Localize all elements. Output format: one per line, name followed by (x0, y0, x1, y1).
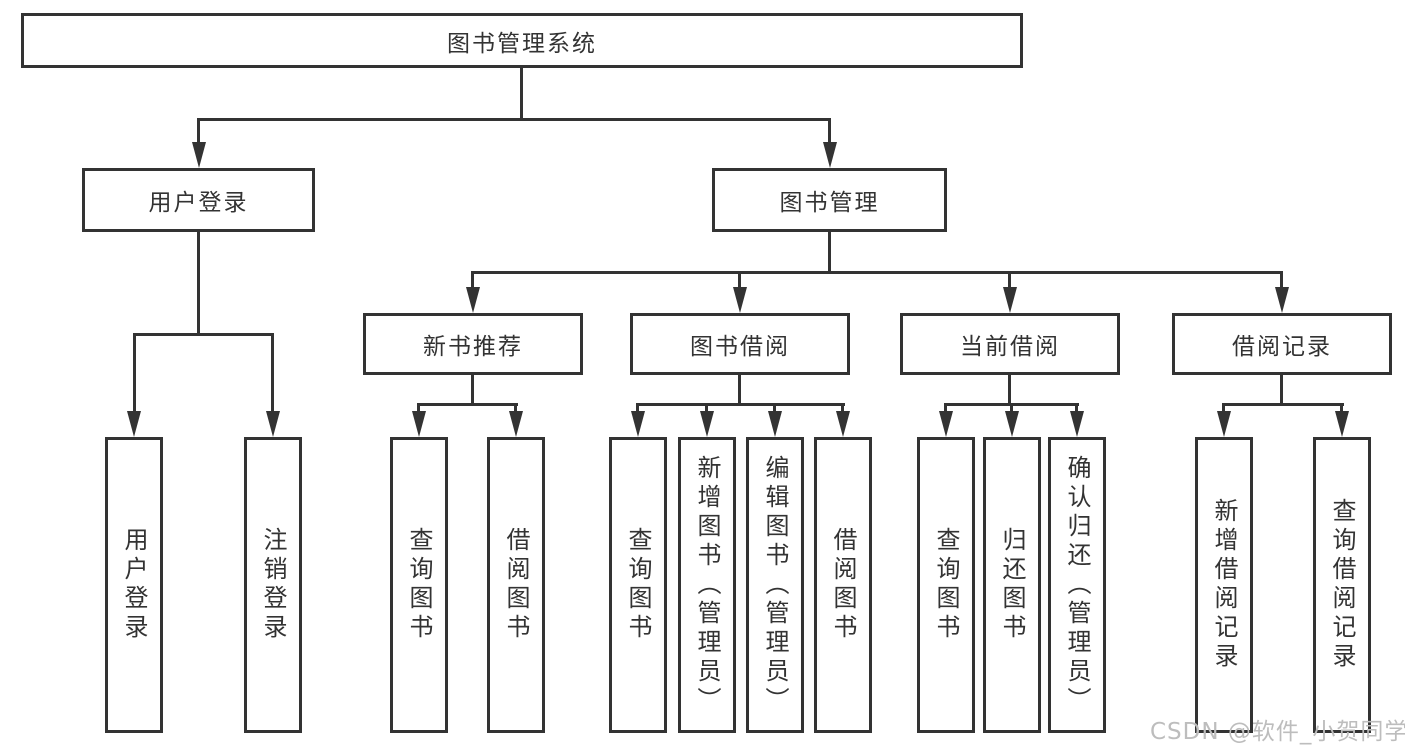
connector-line (417, 403, 420, 415)
connector-arrow (1217, 411, 1231, 437)
node-borrow-records: 借阅记录 (1172, 313, 1392, 375)
connector-arrow (266, 411, 280, 437)
connector-line (636, 403, 639, 415)
connector-line (841, 403, 844, 415)
leaf-logout: 注销登录 (244, 437, 302, 733)
connector-arrow (768, 411, 782, 437)
connector-line (1008, 375, 1011, 406)
leaf-query-books-current-label: 查询图书 (932, 527, 960, 643)
connector-line (1340, 403, 1343, 415)
connector-line (1222, 403, 1344, 406)
connector-arrow (412, 411, 426, 437)
connector-arrow (1070, 411, 1084, 437)
node-borrow-records-label: 借阅记录 (1232, 334, 1332, 360)
connector-line (197, 232, 200, 336)
connector-line (520, 68, 523, 121)
connector-line (472, 271, 1283, 274)
node-book-borrow: 图书借阅 (630, 313, 850, 375)
connector-line (1075, 403, 1078, 415)
connector-line (197, 118, 831, 121)
connector-arrow (939, 411, 953, 437)
connector-line (133, 333, 274, 336)
node-root: 图书管理系统 (21, 13, 1023, 68)
leaf-logout-label: 注销登录 (259, 527, 287, 643)
node-current-borrow-label: 当前借阅 (960, 334, 1060, 360)
connector-line (418, 403, 518, 406)
leaf-return-books: 归还图书 (983, 437, 1041, 733)
leaf-add-borrow-record: 新增借阅记录 (1195, 437, 1253, 733)
node-root-label: 图书管理系统 (447, 30, 597, 57)
connector-line (1010, 403, 1013, 415)
connector-arrow (700, 411, 714, 437)
node-book-management: 图书管理 (712, 168, 947, 232)
connector-arrow (127, 411, 141, 437)
connector-line (828, 118, 831, 144)
node-new-book-recommend: 新书推荐 (363, 313, 583, 375)
connector-line (471, 375, 474, 406)
leaf-borrow-books-recommend: 借阅图书 (487, 437, 545, 733)
connector-line (636, 403, 845, 406)
node-book-borrow-label: 图书借阅 (690, 334, 790, 360)
node-book-management-label: 图书管理 (779, 190, 880, 216)
connector-arrow (466, 287, 480, 313)
connector-line (1280, 375, 1283, 406)
connector-arrow (823, 142, 837, 168)
leaf-query-borrow-record-label: 查询借阅记录 (1328, 498, 1356, 672)
leaf-query-books-recommend-label: 查询图书 (405, 527, 433, 643)
connector-line (514, 403, 517, 415)
csdn-watermark: CSDN @软件_小贺同学 (1150, 719, 1405, 745)
connector-arrow (1275, 287, 1289, 313)
connector-arrow (1003, 287, 1017, 313)
connector-line (738, 375, 741, 406)
node-current-borrow: 当前借阅 (900, 313, 1120, 375)
leaf-confirm-return-admin-label: 确认归还（管理员） (1063, 454, 1091, 716)
connector-line (197, 118, 200, 144)
connector-line (828, 232, 831, 274)
leaf-query-books-borrow: 查询图书 (609, 437, 667, 733)
leaf-query-books-borrow-label: 查询图书 (624, 527, 652, 643)
connector-line (133, 333, 136, 413)
connector-line (1222, 403, 1225, 415)
leaf-borrow-books-label: 借阅图书 (829, 527, 857, 643)
connector-line (271, 333, 274, 413)
connector-arrow (631, 411, 645, 437)
connector-arrow (1335, 411, 1349, 437)
leaf-user-login-label: 用户登录 (120, 527, 148, 643)
leaf-return-books-label: 归还图书 (998, 527, 1026, 643)
leaf-user-login: 用户登录 (105, 437, 163, 733)
leaf-query-books-current: 查询图书 (917, 437, 975, 733)
leaf-borrow-books-recommend-label: 借阅图书 (502, 527, 530, 643)
leaf-query-books-recommend: 查询图书 (390, 437, 448, 733)
connector-line (1008, 271, 1011, 289)
node-new-book-recommend-label: 新书推荐 (423, 334, 523, 360)
connector-arrow (192, 142, 206, 168)
connector-line (944, 403, 947, 415)
leaf-edit-books-admin-label: 编辑图书（管理员） (761, 454, 789, 716)
leaf-query-borrow-record: 查询借阅记录 (1313, 437, 1371, 733)
connector-line (471, 271, 474, 289)
leaf-edit-books-admin: 编辑图书（管理员） (746, 437, 804, 733)
connector-arrow (733, 287, 747, 313)
node-user-login: 用户登录 (82, 168, 315, 232)
node-user-login-label: 用户登录 (148, 190, 249, 216)
leaf-add-books-admin: 新增图书（管理员） (678, 437, 736, 733)
connector-arrow (1005, 411, 1019, 437)
connector-arrow (836, 411, 850, 437)
connector-line (773, 403, 776, 415)
connector-line (738, 271, 741, 289)
connector-line (1280, 271, 1283, 289)
connector-line (705, 403, 708, 415)
connector-arrow (509, 411, 523, 437)
leaf-add-books-admin-label: 新增图书（管理员） (693, 454, 721, 716)
leaf-confirm-return-admin: 确认归还（管理员） (1048, 437, 1106, 733)
leaf-add-borrow-record-label: 新增借阅记录 (1210, 498, 1238, 672)
leaf-borrow-books: 借阅图书 (814, 437, 872, 733)
